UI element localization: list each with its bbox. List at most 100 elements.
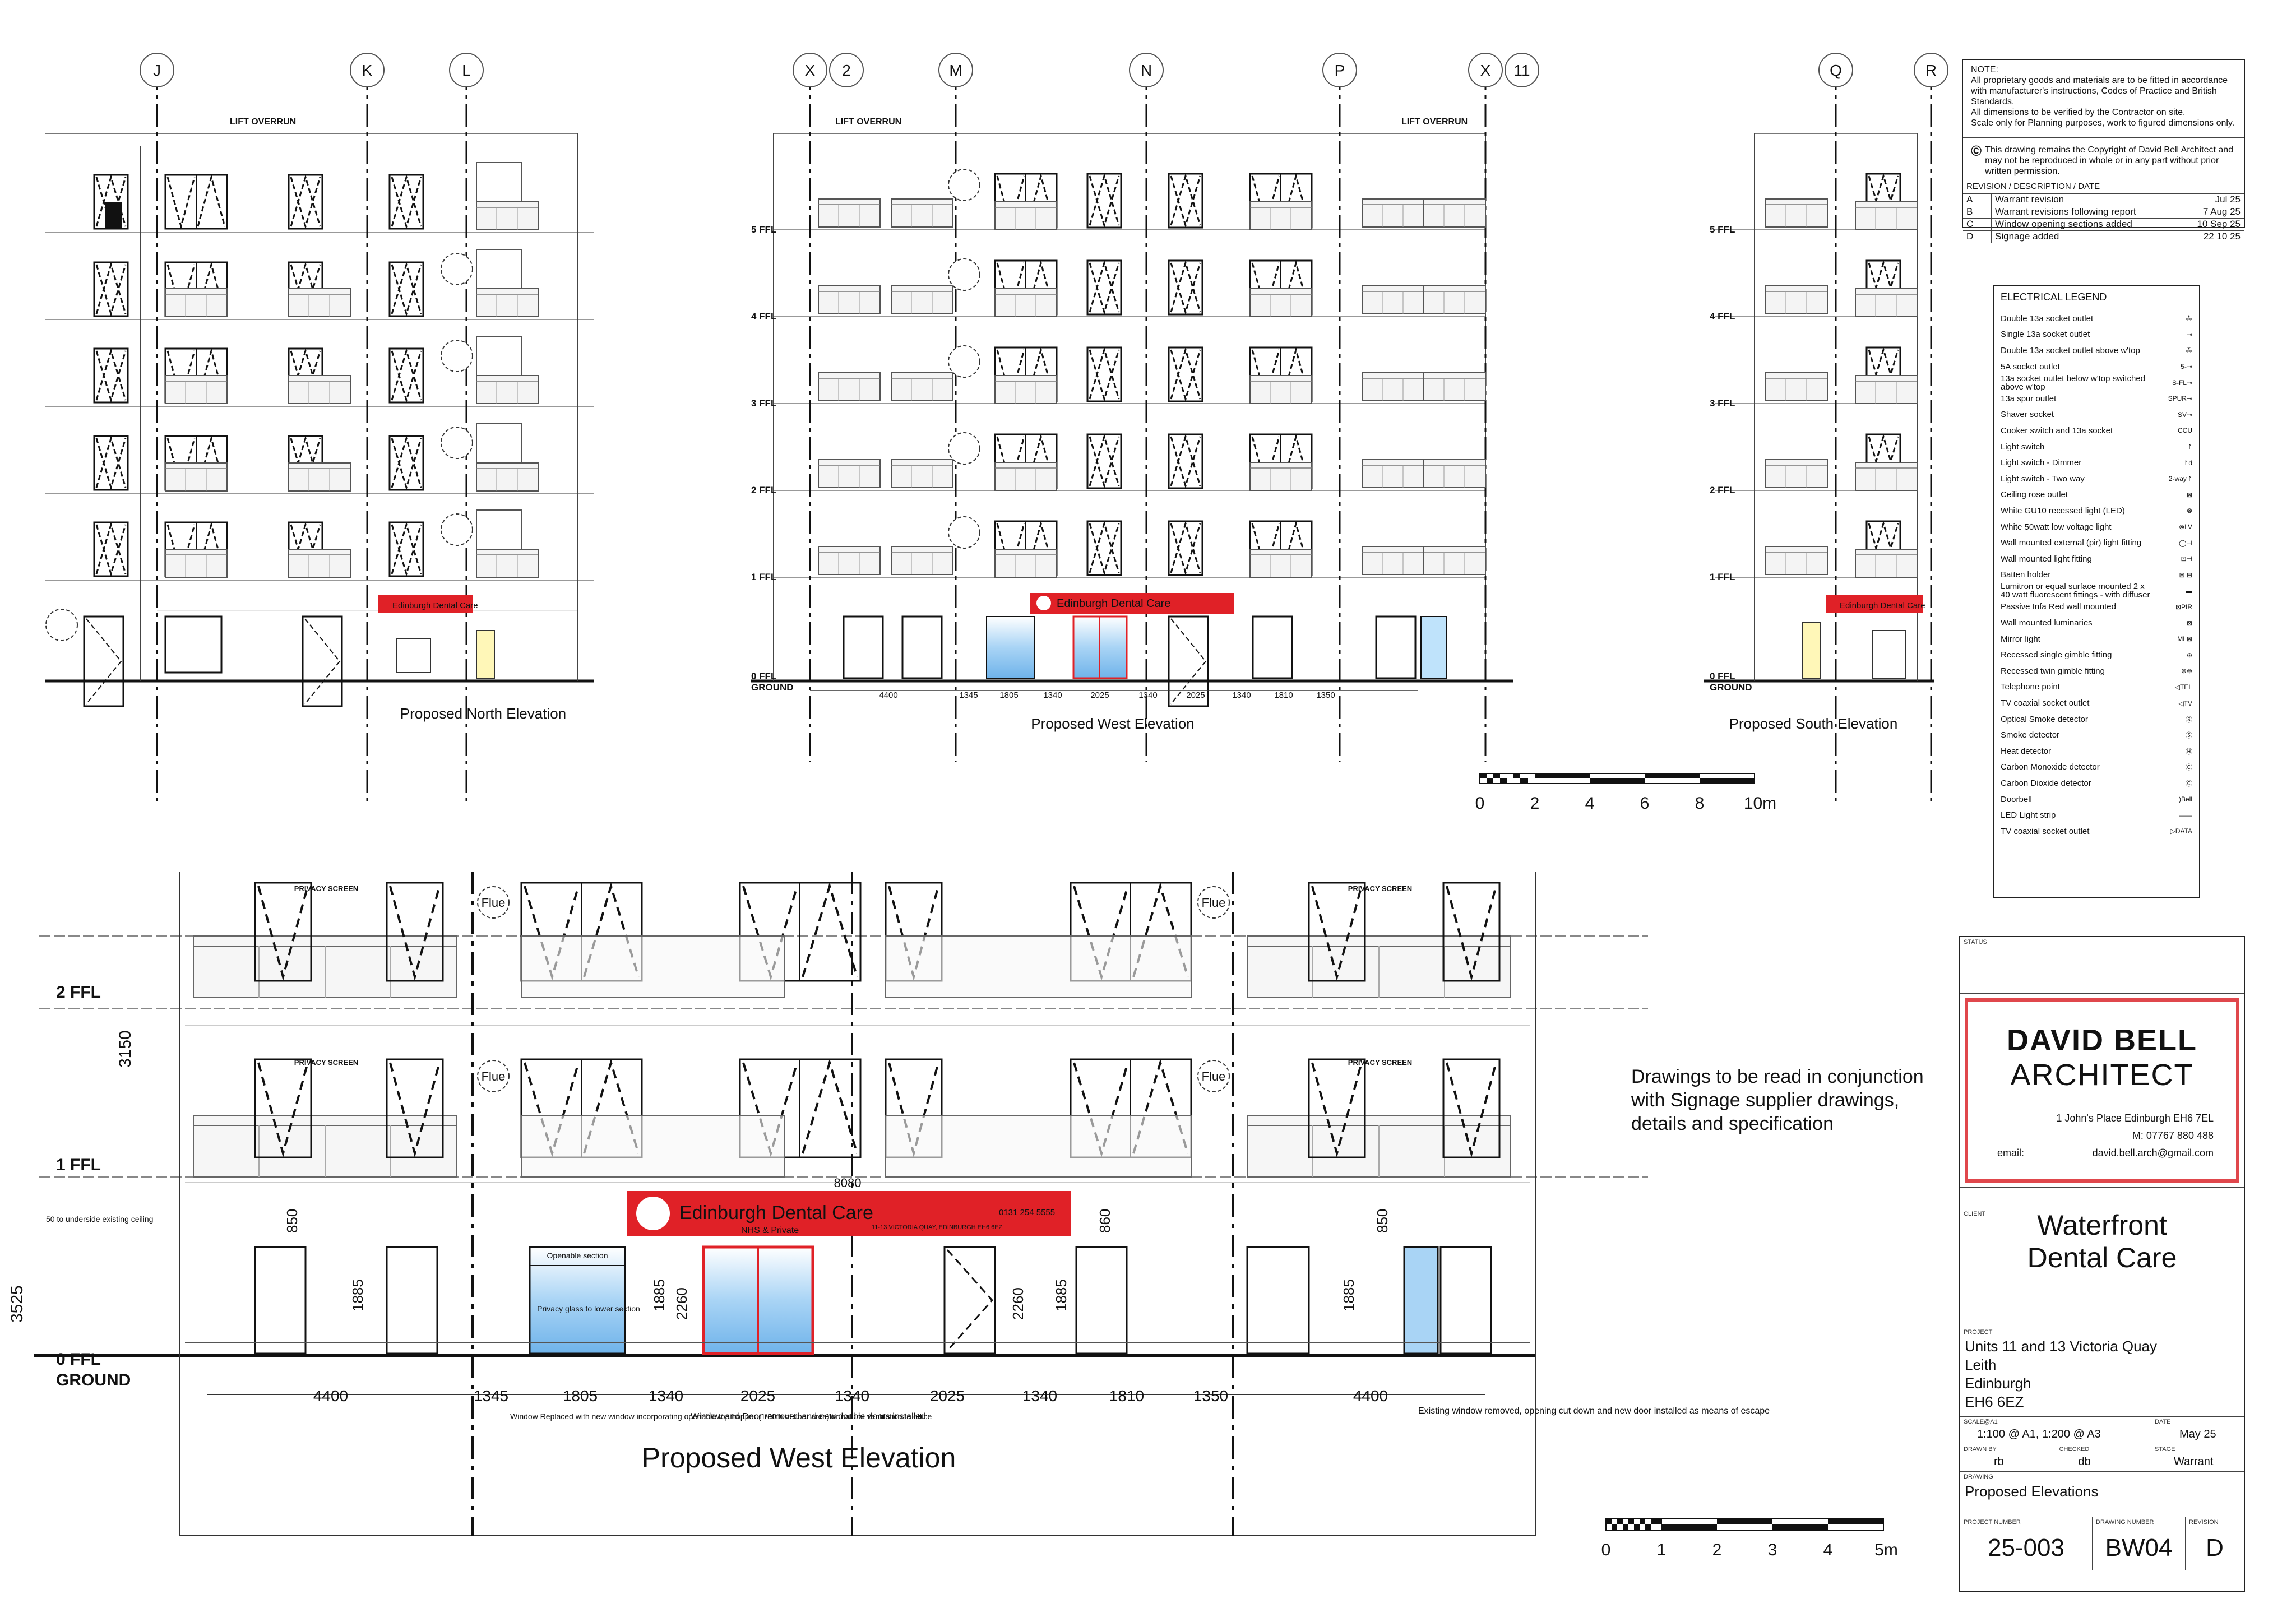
note-line: All proprietary goods and materials are … [1971,76,2228,85]
legend-item: Telephone point◁TEL [1994,679,2199,696]
legend-item: Double 13a socket outlet⁂ [1994,311,2199,327]
svg-text:1885: 1885 [651,1279,668,1311]
legend-symbol-icon: ↾ [2186,443,2192,451]
openable-section: Openable section [547,1251,608,1260]
svg-text:4: 4 [1585,794,1595,813]
drawing-number: BW04 [2105,1534,2173,1561]
main-sign-sub: NHS & Private [741,1226,799,1235]
legend-symbol-icon: S-FL⊸ [2172,378,2192,387]
lift-overrun-west: LIFT OVERRUN [835,117,901,127]
copyright-note: © This drawing remains the Copyright of … [1963,137,2244,179]
legend-label: Passive Infa Red wall mounted [2001,602,2116,612]
large-upper-windows: Flue Flue Flue Flue PRIVACY SCREEN PRIVA… [193,882,1511,1178]
legend-symbol-icon: ⊠PIR [2175,603,2192,611]
note-line: All dimensions to be verified by the Con… [1971,108,2186,117]
svg-text:2025: 2025 [1186,690,1205,700]
north-sign [378,595,473,613]
legend-label: Wall mounted external (pir) light fittin… [2001,538,2142,548]
svg-text:1340: 1340 [835,1387,869,1405]
legend-label: Recessed twin gimble fitting [2001,666,2105,676]
legend-symbol-icon: )Bell [2178,795,2192,804]
legend-label: Mirror light [2001,634,2040,644]
grid-x-right: X [1480,62,1491,79]
legend-item: Wall mounted external (pir) light fittin… [1994,535,2199,551]
firm-email: david.bell.arch@gmail.com [2092,1147,2214,1158]
svg-text:850: 850 [1374,1209,1391,1233]
firm-mobile: M: 07767 880 488 [2132,1130,2214,1141]
svg-text:1345: 1345 [959,690,978,700]
north-windows [45,162,539,707]
client-name-1: Waterfront [2037,1209,2167,1241]
svg-text:1805: 1805 [999,690,1018,700]
legend-item: Light switch - Dimmer↾d [1994,455,2199,471]
legend-label: Light switch - Two way [2001,474,2085,484]
legend-label: 13a socket outlet below w'top switched a… [2001,373,2146,392]
legend-label: Light switch [2001,442,2045,452]
legend-symbol-icon: 5-⊸ [2181,363,2192,371]
legend-symbol-icon: ◯⊣ [2179,539,2192,547]
grid-p: P [1335,62,1345,79]
large-ground-floor: Openable section Privacy glass to lower … [185,1245,1530,1355]
client-name-2: Dental Care [2027,1242,2177,1273]
svg-text:PRIVACY SCREEN: PRIVACY SCREEN [294,1058,358,1067]
lift-overrun-north: LIFT OVERRUN [230,117,296,127]
west-small-windows [818,169,1486,707]
west-small-sign-text: Edinburgh Dental Care [1057,597,1170,610]
north-elevation: J K L LIFT OVERRUN [45,53,594,807]
legend-list: Double 13a socket outlet⁂Single 13a sock… [1994,311,2199,840]
legend-item: Batten holder⊠ ⊟ [1994,567,2199,583]
legend-item: Double 13a socket outlet above w'top⁂ [1994,342,2199,359]
legend-item: TV coaxial socket outlet◁TV [1994,695,2199,711]
legend-item: 13a socket outlet below w'top switched a… [1994,374,2199,391]
legend-symbol-icon: ⊠ [2186,619,2192,627]
privacy-glass: Privacy glass to lower section [537,1304,640,1313]
svg-text:2: 2 [1712,1541,1722,1559]
north-sign-text: Edinburgh Dental Care [392,601,478,610]
legend-item: Recessed single gimble fitting⊛ [1994,647,2199,663]
legend-symbol-icon: ⁂ [2186,346,2192,355]
dim-3525: 3525 [8,1285,26,1323]
legend-label: Telephone point [2001,682,2060,692]
south-level-2: 2 FFL [1710,485,1735,495]
svg-text:PRIVACY SCREEN: PRIVACY SCREEN [294,884,358,893]
copyright-icon: © [1971,142,1982,159]
firm-subtitle: ARCHITECT [2010,1058,2194,1092]
legend-symbol-icon: Ⓒ [2185,763,2192,772]
notes-heading: NOTE: [1971,65,1998,75]
date-value: May 25 [2179,1428,2216,1440]
legend-item: Single 13a socket outlet⊸ [1994,327,2199,343]
legend-label: Smoke detector [2001,730,2060,740]
architect-logo-frame: DAVID BELL ARCHITECT 1 John's Place Edin… [1965,998,2239,1183]
legend-item: White GU10 recessed light (LED)⊗ [1994,503,2199,519]
revision-letter: D [2206,1534,2224,1561]
client-cell: CLIENT Waterfront Dental Care [1960,1209,2244,1327]
svg-text:1885: 1885 [1340,1279,1357,1311]
ground-level: GROUND [751,682,794,693]
legend-label: Optical Smoke detector [2001,714,2088,724]
legend-label: Light switch - Dimmer [2001,458,2082,468]
note-line: Scale only for Planning purposes, work t… [1971,118,2235,128]
dim-3150-lower: 3150 [116,1030,135,1068]
legend-label: Recessed single gimble fitting [2001,650,2112,660]
svg-text:860: 860 [1096,1209,1113,1233]
north-elevation-title: Proposed North Elevation [400,705,566,722]
west-elevation-small-title: Proposed West Elevation [1031,715,1194,732]
west-elevation-small: X 2 M N P X 11 LIFT OVERRUN LIFT OVERRUN… [751,53,1539,762]
grid-x-left: X [805,62,816,79]
note-revision-box: NOTE: All proprietary goods and material… [1962,59,2245,243]
legend-item: White 50watt low voltage light⊗LV [1994,519,2199,535]
grid-m: M [949,62,962,79]
legend-label: Double 13a socket outlet [2001,313,2094,323]
legend-label: White GU10 recessed light (LED) [2001,506,2125,516]
svg-text:1340: 1340 [1022,1387,1057,1405]
south-sign [1826,595,1923,613]
legend-item: Passive Infa Red wall mounted ⊠PIR [1994,599,2199,615]
